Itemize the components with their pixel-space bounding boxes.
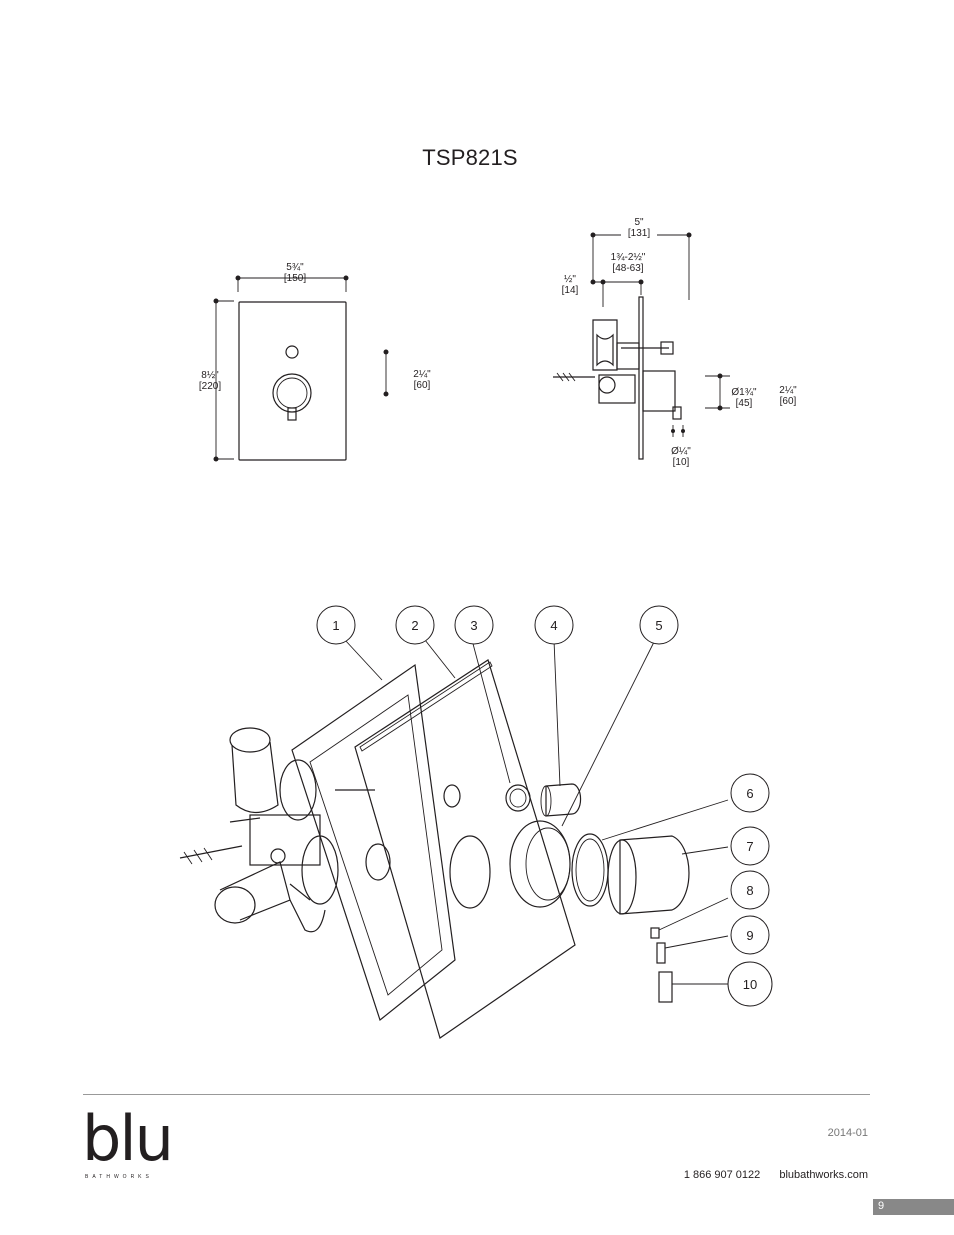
- page-title: TSP821S: [422, 145, 518, 170]
- edition-date: 2014-01: [827, 1127, 868, 1139]
- pin: [656, 942, 666, 964]
- side-handle-dia-in: Ø1¾": [731, 387, 757, 398]
- callout-7: 7: [730, 826, 770, 866]
- set-screw: [650, 927, 660, 939]
- cover-plate: [354, 659, 576, 1039]
- side-depth-mm: [131]: [627, 228, 651, 239]
- callout-1: 1: [316, 605, 356, 645]
- side-offset-in: ½": [564, 274, 576, 285]
- side-offset-mm: [14]: [561, 285, 579, 296]
- side-handle-h-mm: [60]: [779, 396, 797, 407]
- side-pin-dia-in: Ø¼": [671, 446, 691, 457]
- svg-text:7: 7: [746, 839, 753, 854]
- front-width-mm: [150]: [283, 273, 307, 284]
- callout-6: 6: [730, 773, 770, 813]
- page-number: 9: [878, 1200, 885, 1212]
- side-handle-h-in: 2¼": [779, 385, 797, 396]
- svg-text:4: 4: [550, 618, 557, 633]
- sleeve: [658, 971, 673, 1003]
- side-range-in: 1¾-2½": [610, 252, 646, 263]
- brand-logo: blu: [82, 1102, 174, 1175]
- callout-4: 4: [534, 605, 574, 645]
- front-width-in: 5¾": [286, 262, 304, 273]
- callout-8: 8: [730, 870, 770, 910]
- diverter-knob: [545, 783, 582, 817]
- svg-text:3: 3: [470, 618, 477, 633]
- brand-logo-sub: BATHWORKS: [85, 1174, 153, 1180]
- svg-text:10: 10: [743, 977, 757, 992]
- side-pin-dia-mm: [10]: [672, 457, 690, 468]
- callout-10: 10: [727, 961, 773, 1007]
- svg-text:6: 6: [746, 786, 753, 801]
- phone-number: 1 866 907 0122: [683, 1169, 761, 1181]
- svg-text:9: 9: [746, 928, 753, 943]
- callout-2: 2: [395, 605, 435, 645]
- svg-text:2: 2: [411, 618, 418, 633]
- svg-text:5: 5: [655, 618, 662, 633]
- svg-text:8: 8: [746, 883, 753, 898]
- website-link[interactable]: blubathworks.com: [779, 1169, 868, 1181]
- mounting-frame: [291, 663, 456, 1022]
- exploded-view-drawing: [179, 639, 729, 1039]
- footer-divider: [83, 1094, 870, 1095]
- page-tab: [873, 1199, 954, 1215]
- callout-3: 3: [454, 605, 494, 645]
- diverter-bushing: [505, 784, 531, 812]
- side-handle-dia-mm: [45]: [735, 398, 753, 409]
- front-spacing-mm: [60]: [413, 380, 431, 391]
- contact-info: 1 866 907 0122 blubathworks.com: [668, 1169, 868, 1181]
- callout-5: 5: [639, 605, 679, 645]
- front-height-mm: [220]: [198, 381, 222, 392]
- side-view-drawing: [553, 232, 730, 460]
- front-view-drawing: [213, 275, 389, 462]
- svg-text:1: 1: [332, 618, 339, 633]
- front-spacing-in: 2¼": [413, 369, 431, 380]
- front-height-in: 8½": [201, 370, 219, 381]
- side-depth-in: 5": [634, 217, 644, 228]
- side-range-mm: [48-63]: [612, 263, 644, 274]
- handle: [619, 835, 690, 915]
- callout-9: 9: [730, 915, 770, 955]
